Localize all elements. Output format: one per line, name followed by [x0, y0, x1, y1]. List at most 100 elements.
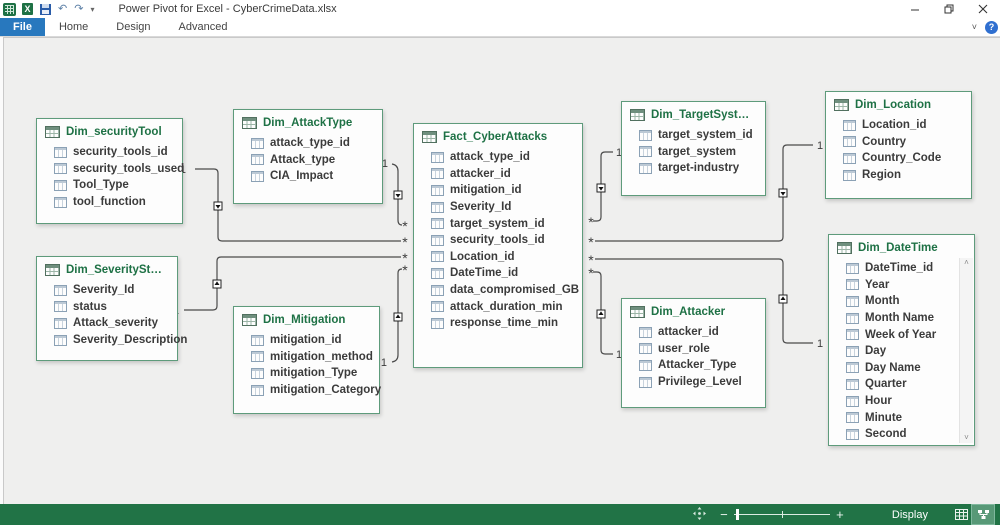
zoom-slider-notch — [781, 511, 783, 518]
table-header[interactable]: Fact_CyberAttacks — [414, 124, 582, 147]
table-field-row[interactable]: attack_type_id — [234, 135, 382, 152]
table-field-row[interactable]: Location_id — [414, 249, 582, 266]
field-grid-icon — [54, 284, 67, 296]
diagram-canvas[interactable]: 1 1 1 1 1 1 1 1 * * * * * * * * Dim_secu… — [0, 37, 1000, 504]
table-field-row[interactable]: Month — [829, 293, 974, 310]
minimize-button[interactable] — [898, 0, 932, 18]
table-header[interactable]: Dim_Location — [826, 92, 971, 115]
grid-view-button[interactable] — [950, 505, 972, 524]
undo-icon[interactable]: ↶ — [58, 3, 68, 15]
table-field-row[interactable]: mitigation_id — [234, 332, 379, 349]
table-field-row[interactable]: Attack_severity — [37, 315, 177, 332]
table-field-row[interactable]: Month Name — [829, 310, 974, 327]
excel-switch-icon[interactable] — [22, 3, 33, 15]
table-header[interactable]: Dim_Attacker — [622, 299, 765, 322]
zoom-slider[interactable] — [733, 508, 830, 521]
table-field-row[interactable]: Location_id — [826, 117, 971, 134]
table-field-row[interactable]: target_system — [622, 144, 765, 161]
table-field-row[interactable]: data_compromised_GB — [414, 282, 582, 299]
scroll-up-icon[interactable]: ˄ — [964, 258, 969, 267]
table-field-row[interactable]: Attacker_Type — [622, 357, 765, 374]
table-field-row[interactable]: user_role — [622, 341, 765, 358]
table-field-row[interactable]: Tool_Type — [37, 177, 182, 194]
table-header[interactable]: Dim_AttackType — [234, 110, 382, 133]
table-field-row[interactable]: Day — [829, 343, 974, 360]
tab-file[interactable]: File — [0, 18, 45, 36]
table-title: Dim_AttackType — [263, 117, 353, 129]
zoom-slider-handle[interactable] — [735, 509, 739, 520]
table-field-row[interactable]: security_tools_id — [37, 144, 182, 161]
table-field-row[interactable]: attack_type_id — [414, 149, 582, 166]
help-icon[interactable]: ? — [985, 20, 998, 34]
table-field-row[interactable]: status — [37, 299, 177, 316]
table-field-row[interactable]: Quarter — [829, 376, 974, 393]
table-field-row[interactable]: attack_duration_min — [414, 298, 582, 315]
table-field-row[interactable]: mitigation_id — [414, 182, 582, 199]
table-field-row[interactable]: security_tools_id — [414, 232, 582, 249]
close-button[interactable] — [966, 0, 1000, 18]
table-field-row[interactable]: mitigation_Category — [234, 382, 381, 399]
table-field-row[interactable]: DateTime_id — [829, 260, 974, 277]
table-field-row[interactable]: Privilege_Level — [622, 374, 765, 391]
table-field-row[interactable]: Country_Code — [826, 150, 971, 167]
collapse-ribbon-icon[interactable]: ˅ — [971, 22, 977, 32]
table-field-row[interactable]: attacker_id — [622, 324, 765, 341]
table-header[interactable]: Dim_Mitigation — [234, 307, 379, 330]
table-field-row[interactable]: Hour — [829, 393, 974, 410]
table-field-row[interactable]: DateTime_id — [414, 265, 582, 282]
table-header[interactable]: Dim_securityTool — [37, 119, 182, 142]
save-icon[interactable] — [40, 3, 51, 15]
table-field-row[interactable]: target_system_id — [414, 215, 582, 232]
table-field-row[interactable]: Severity_Id — [37, 282, 177, 299]
tab-design[interactable]: Design — [116, 21, 151, 33]
table-header[interactable]: Dim_SeveritySt… — [37, 257, 177, 280]
table-header[interactable]: Dim_DateTime — [829, 235, 974, 258]
table-field-row[interactable]: mitigation_Type — [234, 365, 379, 382]
table-field-row[interactable]: Second — [829, 426, 974, 443]
table-field-row[interactable]: target-industry — [622, 160, 765, 177]
scroll-down-icon[interactable]: ˅ — [964, 433, 969, 442]
table-field-row[interactable]: Severity_Id — [414, 199, 582, 216]
table-field-row[interactable]: Severity_Description — [37, 332, 187, 349]
redo-icon[interactable]: ↷ — [74, 3, 84, 15]
field-label: security_tools_id — [73, 146, 168, 159]
table-field-row[interactable]: Year — [829, 277, 974, 294]
table-field-row[interactable]: Week of Year — [829, 326, 974, 343]
table-field-row[interactable]: Region — [826, 167, 971, 184]
table-field-row[interactable]: CIA_Impact — [234, 168, 382, 185]
cardinality-one: 1 — [616, 349, 622, 361]
field-label: mitigation_id — [450, 184, 522, 197]
table-field-row[interactable]: mitigation_method — [234, 349, 379, 366]
status-bar: − + Display — [0, 504, 1000, 525]
tab-home[interactable]: Home — [58, 21, 89, 33]
restore-button[interactable] — [932, 0, 966, 18]
table-field-row[interactable]: security_tools_used — [37, 161, 184, 178]
table-field-row[interactable]: target_system_id — [622, 127, 765, 144]
table-field-row[interactable]: Country — [826, 134, 971, 151]
table-field-row[interactable]: tool_function — [37, 194, 182, 211]
table-field-row[interactable]: Attack_type — [234, 152, 382, 169]
qat-dropdown-icon[interactable]: ▾ — [90, 4, 95, 14]
pan-tool-icon[interactable] — [692, 506, 706, 523]
tab-advanced[interactable]: Advanced — [178, 21, 228, 33]
table-field-row[interactable]: Minute — [829, 409, 974, 426]
table-field-row[interactable]: Day Name — [829, 360, 974, 377]
table-field-row[interactable]: response_time_min — [414, 315, 582, 332]
table-scrollbar[interactable]: ˄˅ — [959, 258, 973, 443]
diagram-view-button[interactable] — [971, 504, 995, 525]
table-field-row[interactable]: attacker_id — [414, 166, 582, 183]
table-header[interactable]: Dim_TargetSyst… — [622, 102, 765, 125]
zoom-out-button[interactable]: − — [720, 507, 728, 522]
field-grid-icon — [431, 284, 444, 296]
zoom-in-button[interactable]: + — [836, 507, 844, 522]
